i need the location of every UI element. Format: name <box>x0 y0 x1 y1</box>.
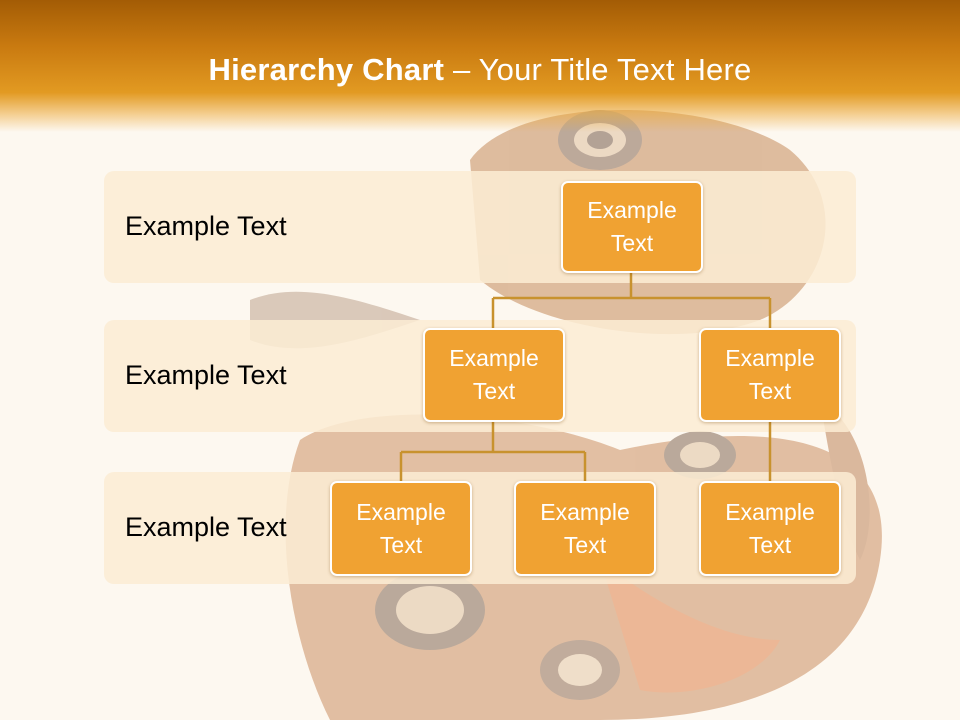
connector-level2left-to-level3 <box>399 422 587 483</box>
org-node-level3-middle[interactable]: Example Text <box>514 481 656 576</box>
title-bar <box>0 0 960 132</box>
org-node-level3-left-text: Example Text <box>356 498 446 558</box>
org-node-level2-right-text: Example Text <box>725 345 815 404</box>
org-node-level2-left[interactable]: Example Text <box>423 328 565 422</box>
org-node-level3-right[interactable]: Example Text <box>699 481 841 576</box>
connector-root-to-level2 <box>491 273 772 330</box>
org-node-level3-left[interactable]: Example Text <box>330 481 472 576</box>
org-node-level2-left-text: Example Text <box>449 345 539 404</box>
org-node-root[interactable]: Example Text <box>561 181 703 273</box>
org-node-root-text: Example Text <box>587 197 677 256</box>
slide-title-bold: Hierarchy Chart <box>208 52 445 87</box>
level-label-3[interactable]: Example Text <box>125 512 287 542</box>
level-label-2[interactable]: Example Text <box>125 360 287 390</box>
slide-title-rest: – Your Title Text Here <box>444 52 752 87</box>
org-node-level2-right[interactable]: Example Text <box>699 328 841 422</box>
slide-title[interactable]: Hierarchy Chart – Your Title Text Here <box>0 52 960 88</box>
org-node-level3-right-text: Example Text <box>725 498 815 558</box>
level-band-1: Example Text <box>104 171 856 283</box>
org-node-level3-middle-text: Example Text <box>540 498 630 558</box>
level-label-1[interactable]: Example Text <box>125 211 287 241</box>
